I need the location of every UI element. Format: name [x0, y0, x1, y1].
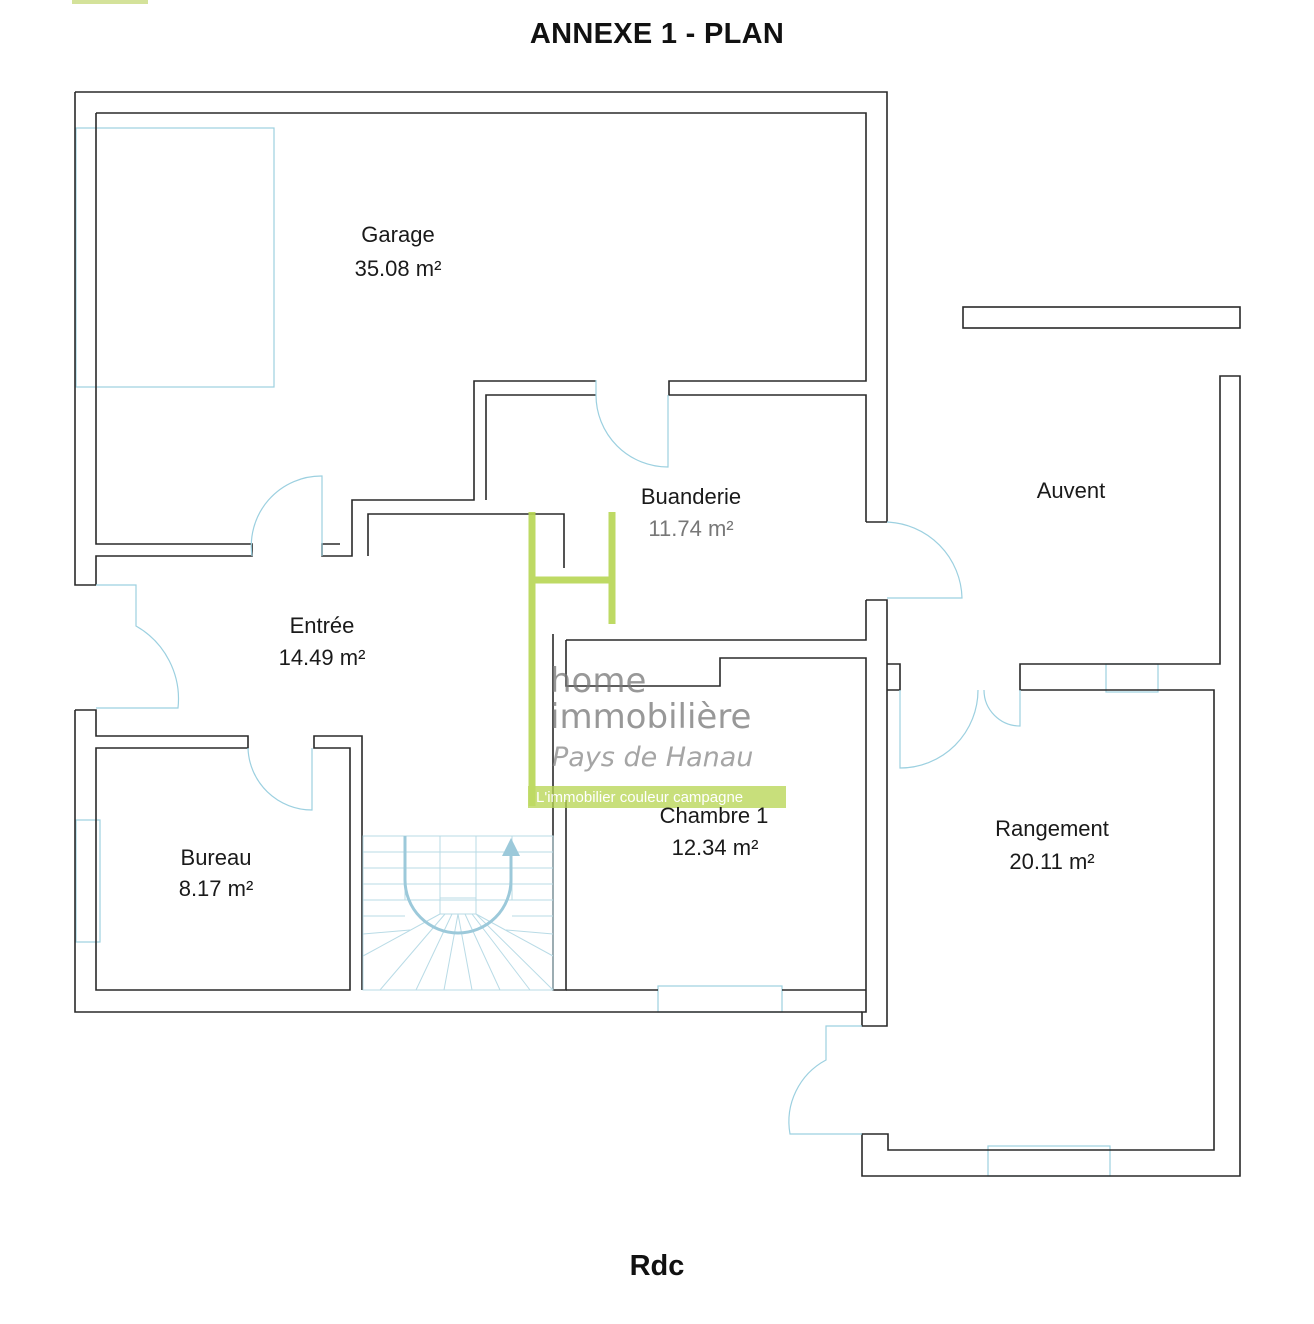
door-buanderie-exterior — [886, 521, 963, 599]
wall-garage-left — [95, 113, 253, 585]
windows — [75, 127, 1159, 1177]
room-name-auvent: Auvent — [1037, 478, 1106, 503]
room-area-garage: 35.08 m² — [355, 256, 442, 281]
room-name-buanderie: Buanderie — [641, 484, 741, 509]
wall-outer-top-right — [75, 91, 888, 522]
logo-text-home: home — [550, 661, 646, 701]
door-garage-entree — [250, 475, 323, 557]
room-name-garage: Garage — [361, 222, 434, 247]
door-garage-buanderie — [595, 380, 669, 468]
wall-rangement — [861, 375, 1241, 1177]
chambre-window — [657, 985, 783, 1013]
logo-text-pays: Pays de Hanau — [552, 742, 753, 773]
room-area-buanderie: 11.74 m² — [648, 516, 733, 541]
door-rangement-left — [899, 689, 979, 769]
door-rangement-exterior — [788, 1025, 862, 1135]
wall-buanderie-top — [485, 394, 596, 500]
stair-arrow-head — [502, 838, 520, 856]
room-area-rangement: 20.11 m² — [1009, 849, 1094, 874]
walls — [74, 91, 1241, 1177]
room-name-entree: Entrée — [290, 613, 355, 638]
watermark-logo: home immobilière Pays de Hanau L'immobil… — [528, 512, 786, 808]
door-rangement-right — [983, 689, 1021, 727]
garage-door-window — [75, 127, 275, 388]
door-bureau — [247, 747, 313, 811]
wall-stair-right — [552, 634, 567, 991]
wall-rangement-jamb — [887, 663, 901, 691]
stair-arrow — [403, 836, 513, 935]
logo-text-immobiliere: immobilière — [550, 697, 751, 737]
staircase — [362, 835, 554, 991]
wall-bureau — [75, 709, 363, 991]
wall-outer-left-top — [74, 92, 96, 586]
logo-tag-bar — [528, 786, 786, 808]
room-area-bureau: 8.17 m² — [179, 876, 254, 901]
wall-auvent-beam — [962, 306, 1241, 329]
rangement-window-bottom — [987, 1145, 1111, 1177]
wall-buanderie-bottom — [566, 600, 867, 641]
room-name-rangement: Rangement — [995, 816, 1109, 841]
wall-entree-top — [367, 513, 565, 568]
doors — [96, 380, 1021, 1135]
room-area-chambre1: 12.34 m² — [672, 835, 759, 860]
rangement-window-top — [1105, 663, 1159, 693]
room-name-chambre1: Chambre 1 — [660, 803, 769, 828]
room-area-entree: 14.49 m² — [279, 645, 366, 670]
level-label: Rdc — [629, 1250, 685, 1282]
page-title: ANNEXE 1 - PLAN — [529, 18, 785, 50]
wall-outer-bottom-left — [74, 710, 862, 1013]
top-accent-bar — [72, 0, 148, 4]
room-labels: Garage 35.08 m² Buanderie 11.74 m² Auven… — [179, 222, 1109, 901]
room-name-bureau: Bureau — [181, 845, 252, 870]
wall-garage-buanderie — [321, 380, 596, 557]
door-entree-exterior — [96, 584, 180, 709]
logo-tagline: L'immobilier couleur campagne — [536, 789, 743, 806]
wall-garage-inner — [96, 112, 867, 522]
wall-chambre — [565, 599, 888, 1027]
